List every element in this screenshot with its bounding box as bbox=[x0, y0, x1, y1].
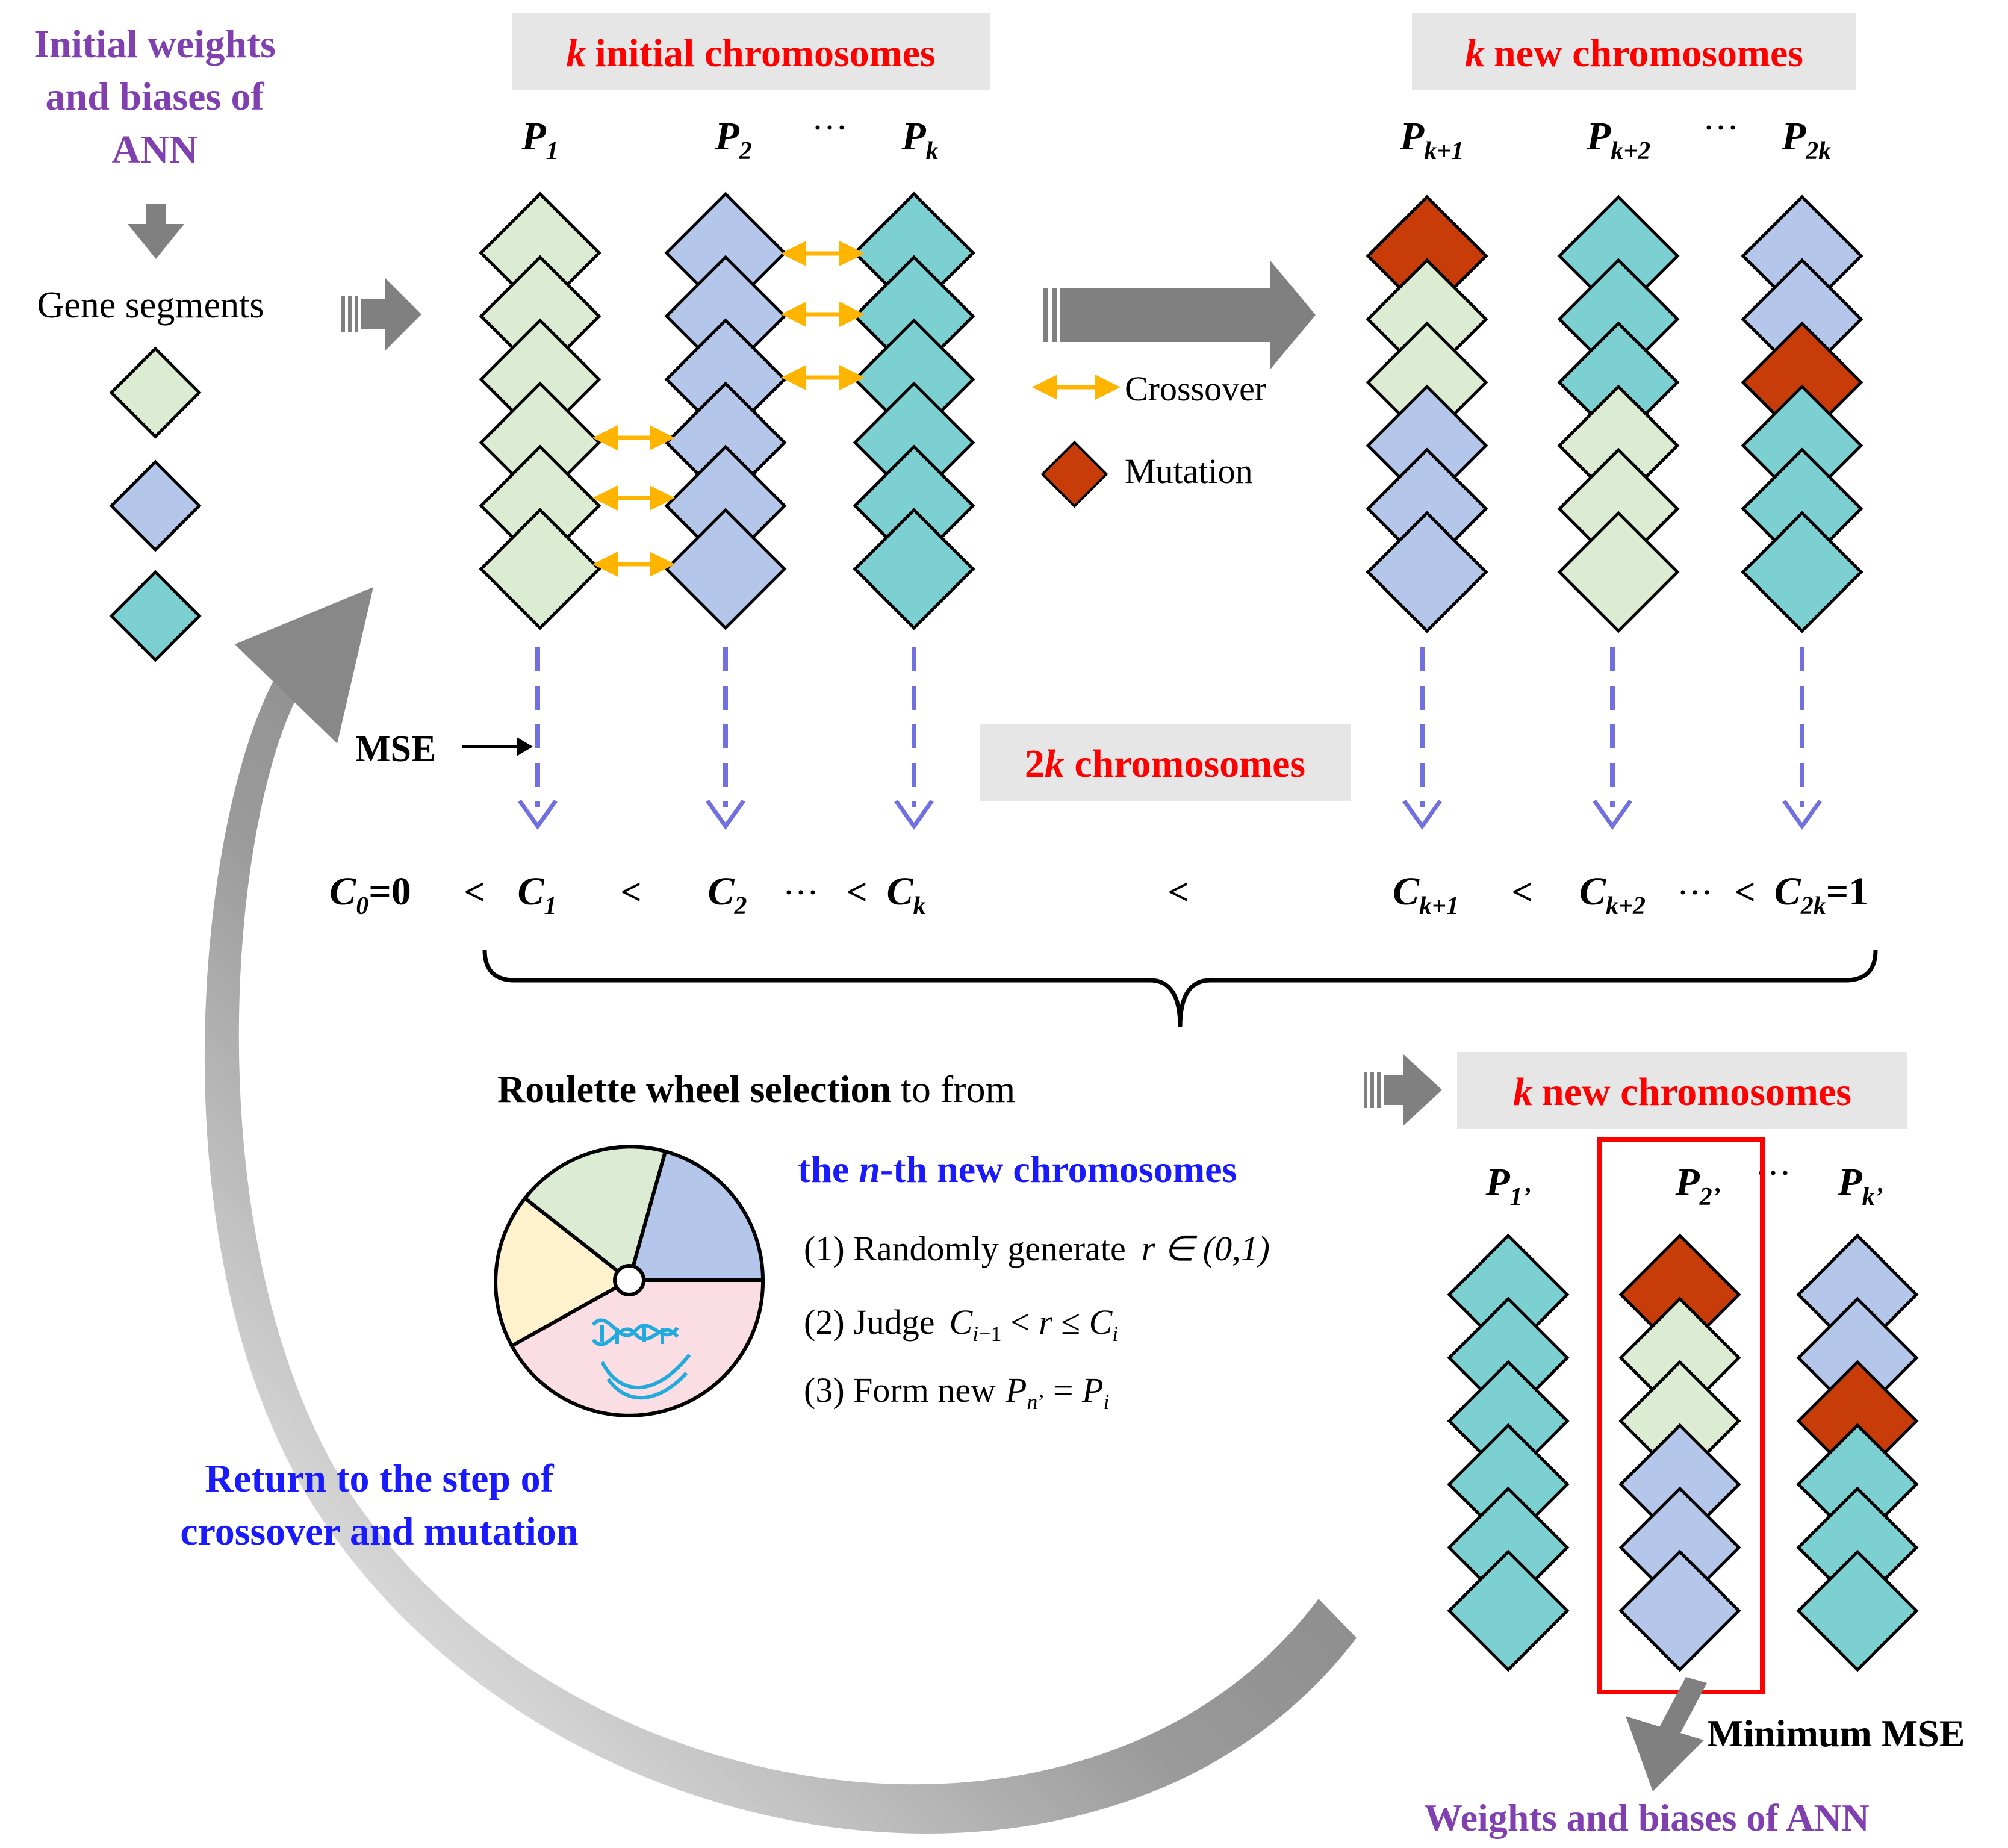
mse-pointer-head bbox=[517, 737, 533, 756]
min-mse-arrow bbox=[1626, 1677, 1707, 1791]
arrow-to-initial bbox=[341, 278, 421, 350]
roulette-heading: Roulette wheel selection to from bbox=[497, 1068, 1015, 1110]
arrow-to-new bbox=[1043, 261, 1316, 369]
chromosome-new-1 bbox=[1366, 194, 1488, 633]
cumulative-2: C2 bbox=[707, 870, 747, 920]
chromosome-label: Pk+2 bbox=[1586, 114, 1650, 165]
dashed-arrow-head bbox=[894, 799, 934, 830]
chromosome-label: P1’ bbox=[1485, 1160, 1531, 1211]
down-arrow-gene bbox=[128, 204, 184, 259]
chromosome-new-3 bbox=[1741, 194, 1863, 633]
initial-weights-line3: ANN bbox=[112, 128, 198, 172]
chromosome-label: P2k bbox=[1781, 114, 1831, 165]
mse-label: MSE bbox=[355, 729, 436, 770]
roulette-wheel bbox=[494, 1145, 765, 1417]
k-new-bottom-header-box bbox=[1457, 1052, 1907, 1129]
less-than: < bbox=[1511, 872, 1532, 913]
bracket bbox=[482, 950, 1878, 1027]
ellipsis-top-new: ··· bbox=[1703, 108, 1739, 148]
chromosome-stacks bbox=[479, 191, 1919, 1672]
dashed-arrow-head bbox=[1402, 799, 1442, 830]
chromosome-label: P2 bbox=[714, 114, 751, 165]
chromosome-initial-2 bbox=[664, 191, 787, 630]
chromosome-label: Pk+1 bbox=[1399, 114, 1464, 165]
cumulative-probabilities: C0=0 C1 C2 Ck Ck+1 Ck+2 C2k=1 < < < < < < ··· ··· bbox=[329, 870, 1868, 920]
less-than: < bbox=[1167, 872, 1189, 913]
gene-teal bbox=[1741, 511, 1863, 633]
gene-teal bbox=[853, 508, 975, 630]
two-k-header: 2k chromosomes bbox=[1025, 742, 1305, 786]
cumulative-k+1: Ck+1 bbox=[1393, 870, 1459, 920]
gene-segment-blue bbox=[109, 459, 202, 552]
dashed-arrow-head bbox=[518, 799, 558, 830]
mutation-legend-icon bbox=[1040, 440, 1108, 508]
gene-segments-label: Gene segments bbox=[37, 285, 264, 326]
less-than: < bbox=[1734, 872, 1755, 913]
return-line2: crossover and mutation bbox=[180, 1510, 578, 1554]
chromosome-label: Pk bbox=[901, 114, 938, 165]
less-than: < bbox=[846, 872, 867, 913]
dashed-arrow-head bbox=[1593, 799, 1632, 830]
mutation-legend-label: Mutation bbox=[1125, 452, 1253, 491]
return-loop-head bbox=[235, 587, 373, 744]
minimum-mse-label: Minimum MSE bbox=[1707, 1712, 1965, 1755]
chromosome-selected-3 bbox=[1796, 1233, 1919, 1672]
dashed-arrows bbox=[518, 647, 1822, 830]
ellipsis-top-initial: ··· bbox=[812, 108, 848, 148]
return-loop-arrow bbox=[204, 674, 1357, 1834]
gene-teal bbox=[1796, 1549, 1919, 1672]
gene-blue bbox=[1366, 511, 1488, 633]
ellipsis-cum: ··· bbox=[1677, 873, 1713, 912]
chromosome-label: Pk’ bbox=[1837, 1160, 1883, 1211]
nth-new-heading: the n-th new chromosomes bbox=[798, 1148, 1237, 1190]
chromosome-new-2 bbox=[1557, 194, 1680, 633]
two-k-header-box bbox=[980, 724, 1351, 801]
chromosome-label: P1 bbox=[521, 114, 558, 165]
dna-icon bbox=[591, 1318, 691, 1400]
cumulative-0: C0=0 bbox=[329, 870, 411, 920]
cumulative-2k: C2k=1 bbox=[1774, 870, 1869, 920]
dashed-arrow-head bbox=[1782, 799, 1822, 830]
gene-blue bbox=[1618, 1549, 1741, 1672]
chromosome-label: P2’ bbox=[1674, 1160, 1720, 1211]
crossover-legend-label: Crossover bbox=[1125, 369, 1266, 408]
chromosome-initial-3 bbox=[853, 191, 975, 630]
dashed-arrow-head bbox=[706, 799, 745, 830]
cumulative-k+2: Ck+2 bbox=[1579, 870, 1646, 920]
cumulative-1: C1 bbox=[517, 870, 556, 920]
cumulative-k: Ck bbox=[886, 870, 925, 920]
chromosome-initial-1 bbox=[479, 191, 601, 630]
arrow-to-selected bbox=[1364, 1054, 1442, 1126]
weights-out-label: Weights and biases of ANN bbox=[1424, 1796, 1870, 1839]
return-line1: Return to the step of bbox=[205, 1457, 554, 1501]
k-initial-header-box bbox=[512, 13, 990, 90]
chromosome-selected-1 bbox=[1447, 1233, 1570, 1672]
less-than: < bbox=[620, 872, 641, 913]
ellipsis-cum: ··· bbox=[783, 873, 819, 912]
k-new-top-header-box bbox=[1412, 13, 1856, 90]
initial-weights-line1: Initial weights bbox=[34, 22, 276, 66]
less-than: < bbox=[464, 872, 485, 913]
initial-weights-line2: and biases of bbox=[45, 75, 264, 119]
gene-segment-green bbox=[109, 346, 202, 439]
gene-blue bbox=[664, 508, 787, 630]
chromosome-selected-2 bbox=[1618, 1233, 1741, 1672]
gene-green bbox=[1557, 511, 1680, 633]
crossover-arrows bbox=[592, 241, 865, 577]
gene-segment-legend bbox=[109, 346, 202, 662]
gene-segment-teal bbox=[109, 570, 202, 662]
gene-green bbox=[479, 508, 601, 630]
gene-teal bbox=[1447, 1549, 1570, 1672]
